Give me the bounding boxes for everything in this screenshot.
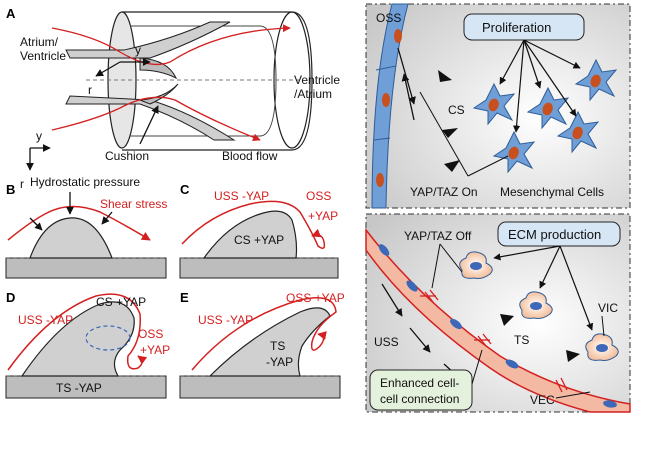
panel-e-ts-line1: TS — [270, 339, 285, 353]
panel-b: B Hydrostatic pressure Shear stress — [5, 175, 167, 279]
uss-arrow-1 — [381, 283, 403, 317]
axes-r-label: r — [20, 177, 24, 191]
enhanced-connection-box — [369, 369, 473, 411]
vec-label: VEC — [530, 393, 555, 407]
yap-taz-on-label: YAP/TAZ On — [410, 185, 478, 199]
hydrostatic-arrow-right — [101, 211, 113, 225]
axes-y-label: y — [36, 129, 42, 143]
panel-e: E USS -YAP OSS +YAP TS -YAP — [179, 290, 345, 399]
panel-a-axis-r: r — [88, 83, 92, 97]
mesenchymal-cells-label: Mesenchymal Cells — [500, 185, 604, 199]
panel-d-letter: D — [6, 290, 15, 305]
yap-taz-off-label: YAP/TAZ Off — [404, 229, 472, 243]
panel-d-uss-label: USS -YAP — [18, 313, 73, 327]
atrium-ventricle-label-l1: Atrium/ — [20, 35, 59, 49]
panel-c-letter: C — [180, 182, 190, 197]
hydrostatic-pressure-label: Hydrostatic pressure — [30, 175, 140, 189]
panel-b-letter: B — [6, 182, 15, 197]
panel-c-uss-label: USS -YAP — [214, 189, 269, 203]
axes-bc: y r — [20, 129, 51, 191]
panel-e-oss-label: OSS +YAP — [286, 291, 345, 305]
vec-nucleus-4 — [505, 359, 519, 369]
uss-arrow-2 — [409, 327, 431, 353]
enhanced-connection-line2: cell connection — [380, 392, 459, 406]
panel-b-shear-flow — [7, 205, 151, 241]
vec-nucleus-2 — [406, 280, 418, 292]
panel-c-oss-line2: +YAP — [308, 209, 338, 223]
top-cs-label: CS — [448, 103, 465, 117]
endothelial-cell-icon — [394, 29, 402, 43]
panel-d: D USS -YAP CS +YAP OSS +YAP TS -YAP — [5, 290, 170, 399]
atrium-ventricle-label-l2: Ventricle — [20, 49, 66, 63]
cushion-pointer — [139, 105, 159, 145]
panel-b-base — [5, 257, 167, 279]
panel-a-axis-y: y — [135, 43, 141, 57]
blood-flow-line-bottom — [51, 96, 261, 142]
cushion-label: Cushion — [105, 149, 149, 163]
bottom-right-panel: USS ECM production YAP/TAZ Off TS VIC En… — [365, 213, 631, 413]
panel-a: A y r Atrium/ Ventricle Ventricle /Atriu… — [6, 6, 340, 163]
panel-e-flow — [191, 297, 337, 371]
bottom-uss-label: USS — [374, 335, 399, 349]
blood-flow-label: Blood flow — [222, 149, 278, 163]
ventricle-atrium-label-l2: /Atrium — [294, 87, 332, 101]
outflow-tube — [122, 11, 313, 151]
panel-e-letter: E — [180, 290, 189, 305]
panel-e-uss-label: USS -YAP — [198, 313, 253, 327]
panel-c-oss-line1: OSS — [306, 189, 331, 203]
panel-c-flow — [181, 200, 326, 249]
oss-arrow-up — [401, 73, 415, 121]
hydrostatic-arrow-left — [29, 217, 43, 231]
panel-d-flow — [7, 293, 148, 371]
panel-d-cs-region — [85, 325, 131, 351]
panel-b-cushion — [29, 217, 113, 259]
bottom-ts-label: TS — [514, 333, 529, 347]
ecm-production-label: ECM production — [508, 227, 601, 242]
panel-c-base — [179, 257, 339, 279]
panel-d-cs-label: CS +YAP — [96, 295, 146, 309]
axis-r-arrow — [95, 61, 121, 77]
proliferation-label: Proliferation — [482, 20, 551, 35]
panel-c-cushion — [202, 210, 298, 259]
vic-label: VIC — [598, 301, 618, 315]
vec-band — [365, 227, 631, 413]
cell-junctions — [420, 289, 568, 393]
panel-d-leaflet — [20, 301, 135, 377]
panel-d-oss-line2: +YAP — [140, 343, 170, 357]
panel-d-ts-label: TS -YAP — [56, 381, 102, 395]
arrow-icon — [438, 70, 452, 82]
enhanced-connection-line1: Enhanced cell- — [380, 376, 459, 390]
panel-e-ts-line2: -YAP — [266, 355, 293, 369]
panel-d-oss-line1: OSS — [138, 327, 163, 341]
shear-stress-label: Shear stress — [100, 197, 167, 211]
vec-nucleus-3 — [450, 318, 462, 330]
blood-flow-line-top — [51, 24, 291, 66]
vec-nucleus-1 — [378, 244, 390, 256]
top-oss-label: OSS — [376, 11, 401, 25]
ventricle-atrium-label-l1: Ventricle — [294, 73, 340, 87]
panel-a-letter: A — [6, 6, 16, 21]
top-right-panel: OSS Proliferation CS YAP/TAZ On Mesenchy… — [365, 3, 631, 209]
vec-nucleus-5 — [603, 400, 617, 408]
panel-e-base — [179, 375, 341, 399]
panel-c: C USS -YAP OSS +YAP CS +YAP — [179, 182, 339, 279]
panel-c-cs-label: CS +YAP — [234, 233, 284, 247]
